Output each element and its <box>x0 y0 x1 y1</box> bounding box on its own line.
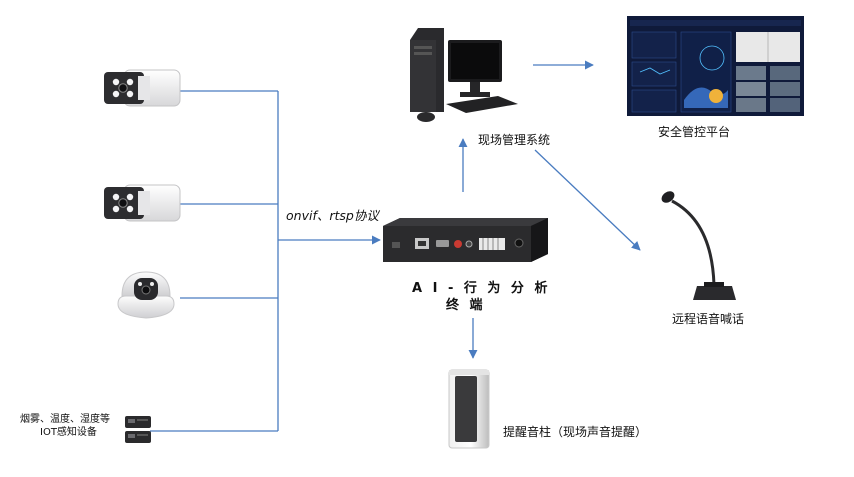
column-speaker-icon <box>448 369 490 449</box>
remote-call-label: 远程语音喊话 <box>672 312 745 326</box>
ai-terminal-label-line1: A I - 行 为 分 析 <box>412 281 551 296</box>
iot-sensor-icon <box>125 416 151 443</box>
gooseneck-microphone-icon <box>661 191 736 300</box>
speaker-column-label: 提醒音柱（现场声音提醒） <box>503 425 648 439</box>
dome-camera-icon <box>117 271 175 319</box>
bullet-camera-icon <box>104 184 181 222</box>
connection-lines <box>150 60 641 432</box>
system-to-microphone-arrow <box>534 149 641 251</box>
security-platform-label: 安全管控平台 <box>658 125 731 139</box>
ai-terminal-box-icon <box>383 218 548 262</box>
ai-terminal-label-line2: 终 端 <box>446 298 486 313</box>
dashboard-screen-icon <box>627 16 804 116</box>
protocol-label: onvif、rtsp协议 <box>286 208 379 223</box>
desktop-computer-icon <box>410 28 518 122</box>
iot-label-line2: IOT感知设备 <box>40 427 97 438</box>
site-system-label: 现场管理系统 <box>478 133 551 147</box>
bullet-camera-icon <box>104 69 181 107</box>
iot-label-line1: 烟雾、温度、湿度等 <box>20 414 110 425</box>
